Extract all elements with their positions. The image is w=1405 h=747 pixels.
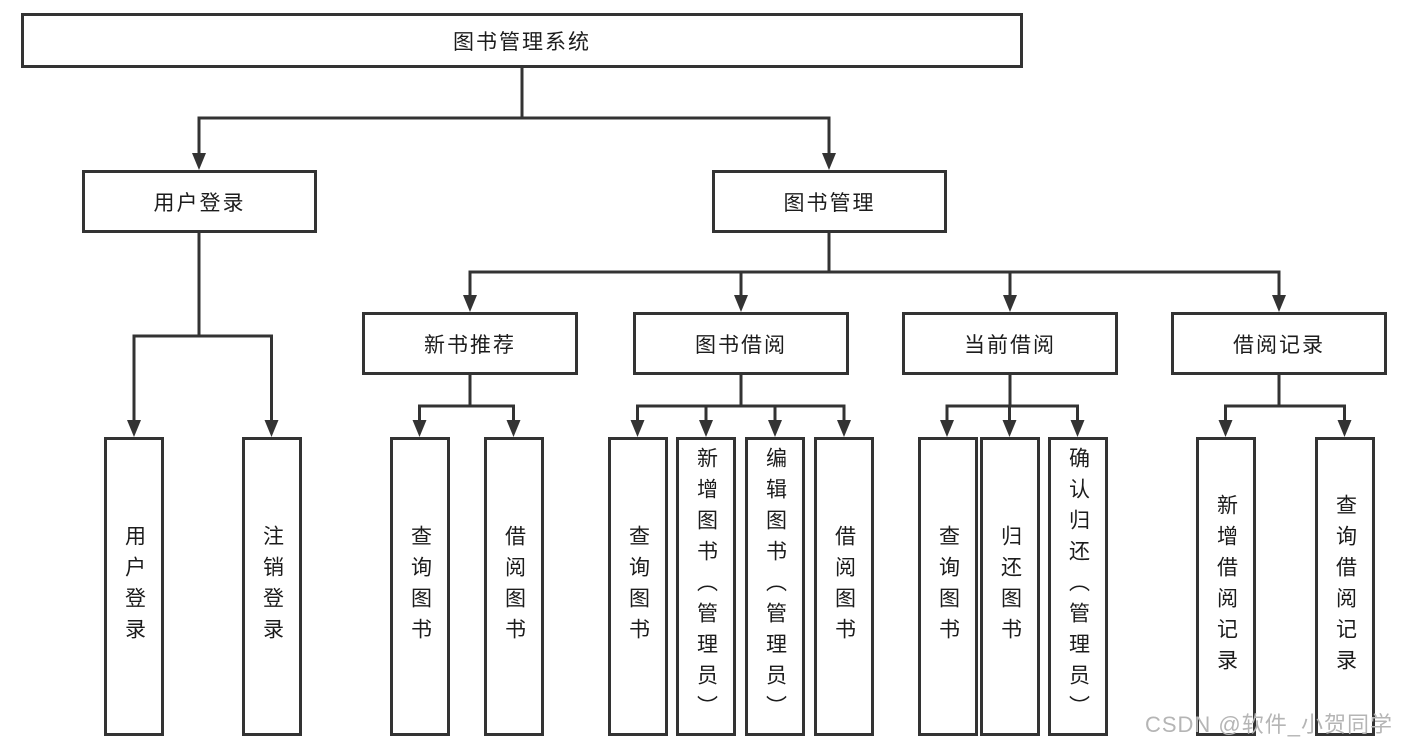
- leaf-return-book: 归还图书: [980, 437, 1040, 736]
- node-label: 查询图书: [626, 524, 650, 649]
- node-label: 图书管理系统: [453, 30, 591, 54]
- node-borrow-record: 借阅记录: [1171, 312, 1387, 375]
- leaf-borrow-book: 借阅图书: [814, 437, 874, 736]
- leaf-add-borrow-record: 新增借阅记录: [1196, 437, 1256, 736]
- node-label: 当前借阅: [964, 333, 1056, 357]
- node-book-management: 图书管理: [712, 170, 947, 233]
- node-label: 新增图书（管理员）: [694, 447, 718, 726]
- node-label: 查询图书: [408, 524, 432, 649]
- node-label: 查询借阅记录: [1333, 493, 1357, 680]
- node-label: 查询图书: [936, 524, 960, 649]
- node-label: 借阅图书: [832, 524, 856, 649]
- node-label: 图书管理: [783, 191, 876, 215]
- node-label: 用户登录: [153, 191, 246, 215]
- node-label: 归还图书: [998, 524, 1022, 649]
- node-new-book-recommend: 新书推荐: [362, 312, 578, 375]
- leaf-query-book-recommend: 查询图书: [390, 437, 450, 736]
- leaf-confirm-return-admin: 确认归还（管理员）: [1048, 437, 1108, 736]
- node-user-login: 用户登录: [82, 170, 317, 233]
- node-current-borrow: 当前借阅: [902, 312, 1118, 375]
- leaf-add-book-admin: 新增图书（管理员）: [676, 437, 736, 736]
- watermark: CSDN @软件_小贺同学: [1144, 712, 1393, 737]
- node-label: 编辑图书（管理员）: [763, 447, 787, 726]
- node-label: 借阅图书: [502, 524, 526, 649]
- leaf-borrow-book-recommend: 借阅图书: [484, 437, 544, 736]
- node-label: 确认归还（管理员）: [1066, 447, 1090, 726]
- node-label: 借阅记录: [1233, 333, 1325, 357]
- leaf-edit-book-admin: 编辑图书（管理员）: [745, 437, 805, 736]
- node-label: 注销登录: [260, 524, 284, 649]
- node-label: 新增借阅记录: [1214, 493, 1238, 680]
- node-label: 图书借阅: [695, 333, 787, 357]
- node-label: 新书推荐: [424, 333, 516, 357]
- leaf-query-book-current: 查询图书: [918, 437, 978, 736]
- node-library-management-system: 图书管理系统: [21, 13, 1023, 68]
- leaf-user-login: 用户登录: [104, 437, 164, 736]
- leaf-logout: 注销登录: [242, 437, 302, 736]
- node-label: 用户登录: [122, 524, 146, 649]
- leaf-query-book-borrow: 查询图书: [608, 437, 668, 736]
- node-book-borrow: 图书借阅: [633, 312, 849, 375]
- leaf-query-borrow-record: 查询借阅记录: [1315, 437, 1375, 736]
